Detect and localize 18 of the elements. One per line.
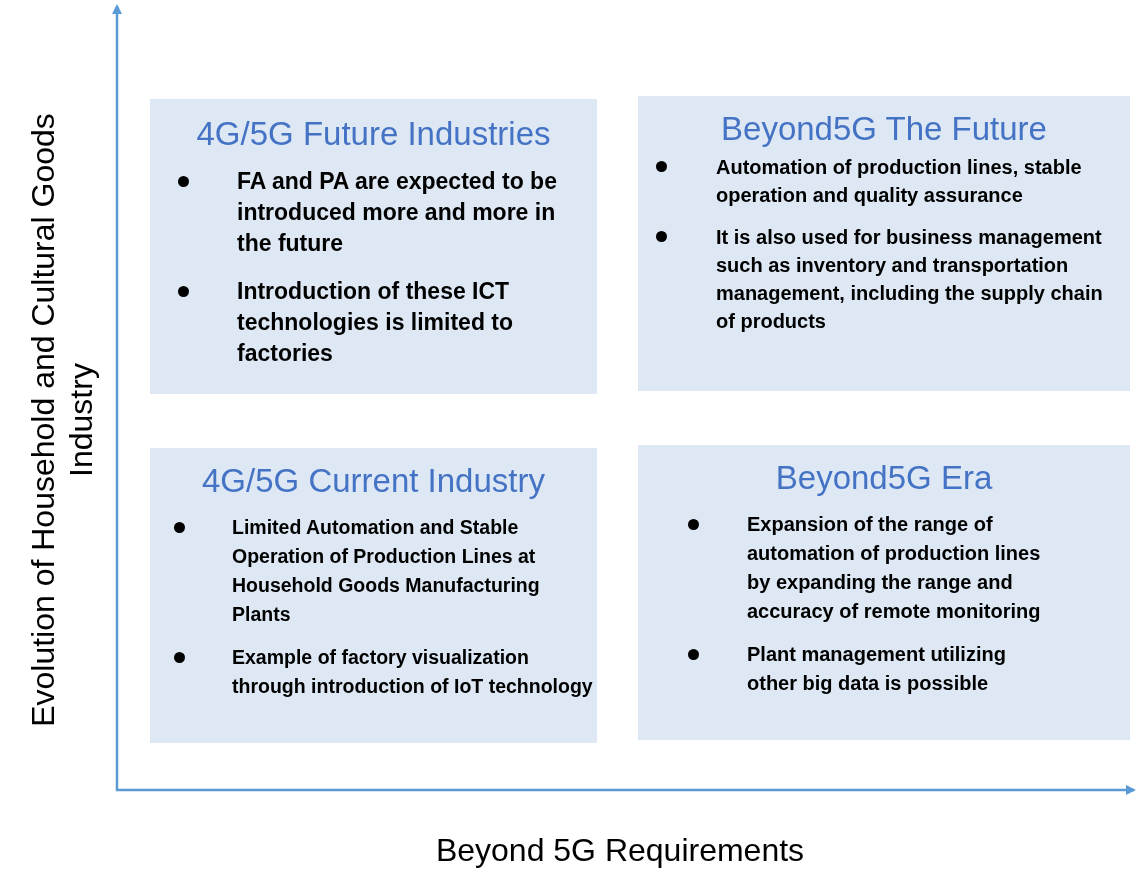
- quadrant-heading: Beyond5G Era: [774, 458, 994, 498]
- bullet-text: Introduction of these ICT technologies is limited to factories: [237, 277, 515, 369]
- bullet-text: It is also used for business management such as inventory and transportation management, including the supply chain of products: [716, 225, 1104, 335]
- axis-title: Beyond 5G Requirements: [434, 831, 806, 870]
- quadrant-box: [638, 445, 1130, 740]
- bullet-text: Expansion of the range of automation of production lines by expanding the range and accuracy of remote monitoring: [747, 512, 1042, 625]
- quadrant-box: [150, 448, 597, 743]
- bullet-text: Plant management utilizing other big data is possible: [747, 642, 1007, 697]
- bullet-text: Example of factory visualization through introduction of IoT technology: [232, 645, 594, 700]
- quadrant-heading: Beyond5G The Future: [720, 109, 1048, 149]
- quadrant-box: [638, 96, 1130, 391]
- axis-title: Evolution of Household and Cultural Goods Industry: [24, 112, 100, 729]
- bullet-text: Limited Automation and Stable Operation of Production Lines at Household Goods Manufacturing Plants: [232, 515, 541, 628]
- quadrant-box: [150, 99, 597, 394]
- quadrant-heading: 4G/5G Future Industries: [195, 114, 552, 154]
- bullet-text: Automation of production lines, stable operation and quality assurance: [716, 155, 1083, 209]
- quadrant-heading: 4G/5G Current Industry: [201, 461, 546, 501]
- bullet-text: FA and PA are expected to be introduced more and more in the future: [237, 167, 558, 259]
